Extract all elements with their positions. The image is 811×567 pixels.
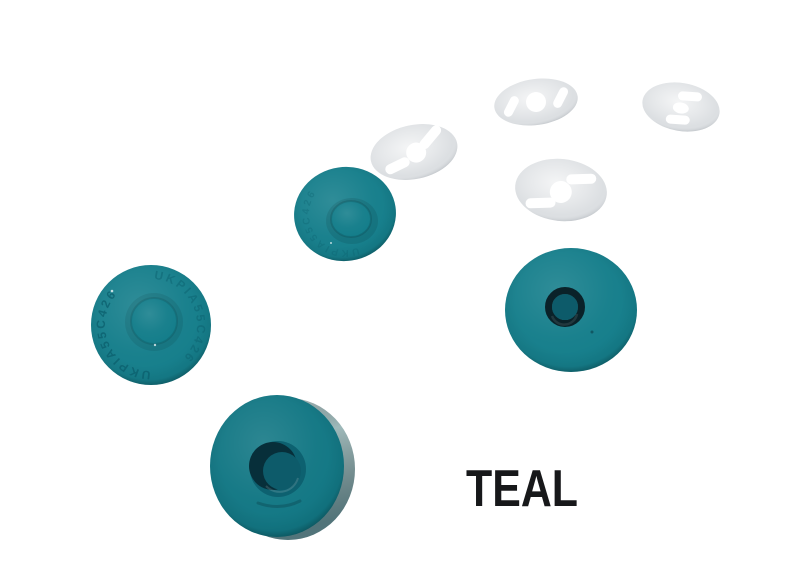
washer-center-hole: [526, 92, 546, 112]
washer-slot: [665, 114, 690, 125]
washer-slot: [677, 91, 702, 102]
snap-stud-sheen: [131, 298, 177, 344]
magnetic-snap-male-left: UKPIA55C426 UKPIA55C426: [91, 265, 211, 385]
washer-slot: [566, 173, 597, 185]
highlight-speck: [110, 289, 114, 293]
washer-top-right: [642, 82, 720, 132]
magnetic-snap-female-bottom: [210, 395, 355, 540]
color-label: TEAL: [466, 460, 578, 518]
snap-socket-inner-highlight: [550, 313, 579, 326]
washer-slot: [385, 157, 410, 175]
snap-stud-edge: [330, 200, 372, 238]
washer-slot: [419, 125, 442, 150]
snap-stud-edge: [130, 297, 178, 345]
snap-stud-sheen: [331, 201, 371, 237]
highlight-speck: [153, 343, 157, 347]
magnetic-snap-male-upper: UKPIA55C426: [294, 166, 396, 262]
snap-socket-ring: [545, 287, 585, 327]
washer-top-middle: [494, 78, 578, 126]
snap-recess-floor: [263, 452, 301, 490]
washer-middle: [515, 158, 607, 222]
magnetic-snap-female-right: [505, 248, 637, 372]
washer-slot: [525, 197, 556, 209]
snap-recess-under-shadow: [256, 499, 302, 508]
snap-recess-floor-highlight: [265, 477, 299, 493]
washer-upper-left: [370, 124, 458, 180]
surface-speck: [590, 330, 594, 334]
highlight-speck: [330, 242, 332, 244]
washer-slot: [553, 87, 569, 108]
washer-center-hole: [549, 180, 572, 203]
washer-center-hole: [672, 102, 689, 114]
washer-slot: [503, 96, 519, 117]
snap-socket-center: [552, 294, 578, 320]
